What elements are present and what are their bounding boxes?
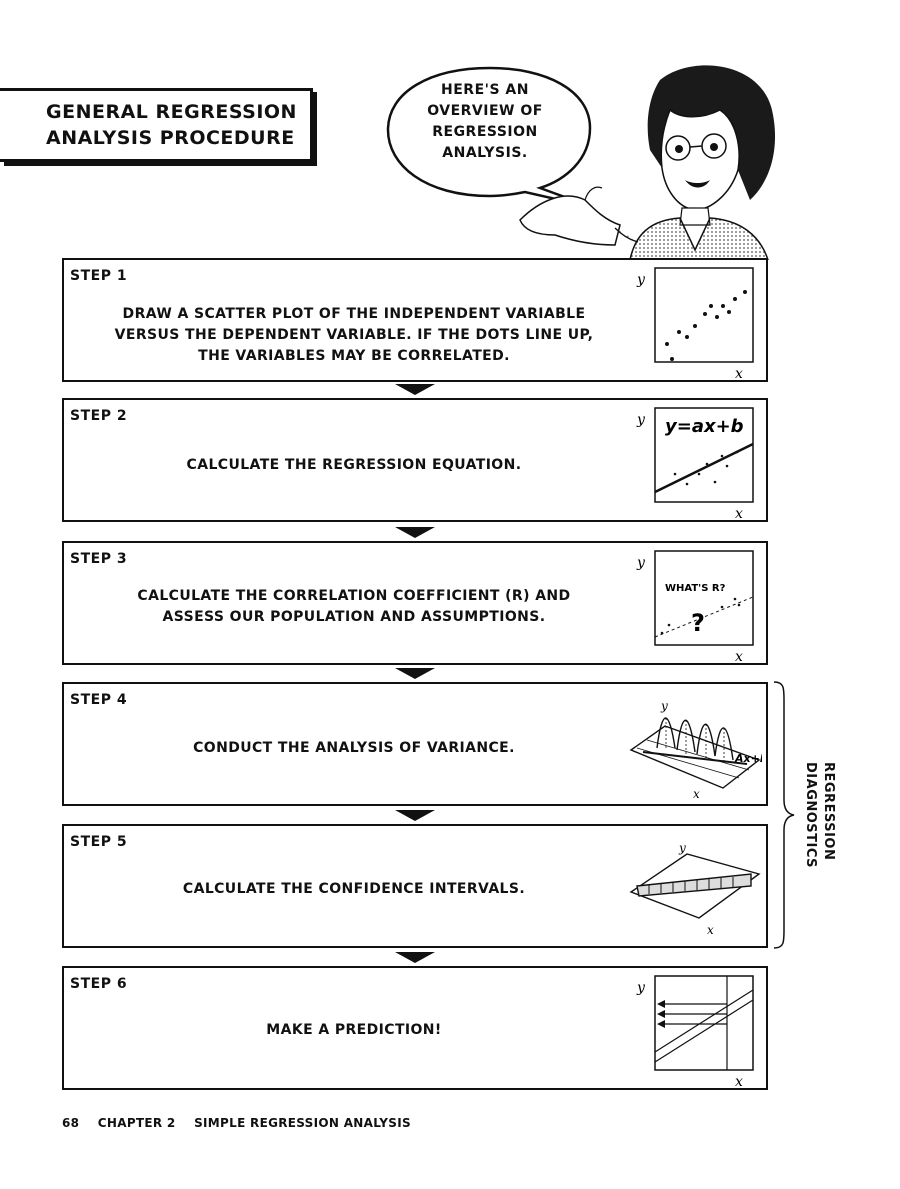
y-axis-label: y — [636, 412, 646, 428]
step-description: MAKE A PREDICTION! — [64, 1020, 644, 1041]
step-line: ASSESS OUR POPULATION AND ASSUMPTIONS. — [162, 609, 546, 625]
y-axis-label: y — [636, 555, 646, 571]
step-3-panel: STEP 3 CALCULATE THE CORRELATION COEFFIC… — [62, 541, 768, 665]
down-arrow-icon — [395, 668, 435, 679]
step-line: CALCULATE THE REGRESSION EQUATION. — [186, 457, 522, 473]
step-description: CALCULATE THE CONFIDENCE INTERVALS. — [64, 879, 644, 900]
step-line: THE VARIABLES MAY BE CORRELATED. — [198, 348, 510, 364]
step-label: STEP 2 — [70, 408, 128, 424]
step-label: STEP 4 — [70, 692, 128, 708]
correlation-illustration: y x WHAT'S R? ? — [636, 550, 754, 663]
step-description: CONDUCT THE ANALYSIS OF VARIANCE. — [64, 738, 644, 759]
step-line: CONDUCT THE ANALYSIS OF VARIANCE. — [193, 740, 515, 756]
scatter-plot-illustration: y x — [636, 267, 754, 380]
regression-line-label: Ax+B — [734, 752, 762, 765]
step-4-panel: STEP 4 CONDUCT THE ANALYSIS OF VARIANCE.… — [62, 682, 768, 806]
page-footer: 68 CHAPTER 2 SIMPLE REGRESSION ANALYSIS — [62, 1116, 425, 1130]
question-mark-icon: ? — [691, 609, 705, 637]
step-line: CALCULATE THE CORRELATION COEFFICIENT (R… — [137, 588, 571, 604]
down-arrow-icon — [395, 952, 435, 963]
step-label: STEP 6 — [70, 976, 128, 992]
step-line: VERSUS THE DEPENDENT VARIABLE. IF THE DO… — [114, 327, 594, 343]
variance-illustration: y x Ax+B — [629, 699, 762, 801]
step-description: DRAW A SCATTER PLOT OF THE INDEPENDENT V… — [64, 304, 644, 367]
bubble-line: OVERVIEW OF — [427, 103, 543, 119]
prediction-illustration: y x — [636, 975, 754, 1088]
page-number: 68 — [62, 1116, 80, 1130]
y-axis-label: y — [678, 841, 686, 855]
x-axis-label: x — [735, 649, 743, 663]
step-6-panel: STEP 6 MAKE A PREDICTION! y x — [62, 966, 768, 1090]
step-label: STEP 5 — [70, 834, 128, 850]
character-illustration — [519, 65, 776, 260]
procedure-title-box: GENERAL REGRESSION ANALYSIS PROCEDURE — [0, 88, 313, 162]
step-5-panel: STEP 5 CALCULATE THE CONFIDENCE INTERVAL… — [62, 824, 768, 948]
y-axis-label: y — [636, 272, 646, 288]
regression-diagnostics-label: REGRESSION DIAGNOSTICS — [800, 762, 848, 872]
down-arrow-icon — [395, 384, 435, 395]
regression-line-illustration: y x y=ax+b — [636, 407, 754, 520]
bubble-line: REGRESSION — [432, 124, 538, 140]
regression-equation-label: y=ax+b — [665, 416, 744, 437]
step-label: STEP 3 — [70, 551, 128, 567]
chapter-number: CHAPTER 2 — [97, 1116, 176, 1130]
down-arrow-icon — [395, 810, 435, 821]
side-label-line-2: DIAGNOSTICS — [803, 762, 818, 869]
step-2-panel: STEP 2 CALCULATE THE REGRESSION EQUATION… — [62, 398, 768, 522]
whats-r-label: WHAT'S R? — [665, 583, 726, 594]
bubble-line: ANALYSIS. — [442, 145, 528, 161]
step-line: CALCULATE THE CONFIDENCE INTERVALS. — [182, 881, 526, 897]
speech-bubble — [386, 66, 592, 200]
diagnostics-bracket — [773, 681, 795, 949]
down-arrow-icon — [395, 527, 435, 538]
step-line: MAKE A PREDICTION! — [266, 1022, 442, 1038]
step-line: DRAW A SCATTER PLOT OF THE INDEPENDENT V… — [122, 306, 586, 322]
x-axis-label: x — [735, 366, 743, 380]
bubble-line: HERE'S AN — [441, 82, 529, 98]
step-1-panel: STEP 1 DRAW A SCATTER PLOT OF THE INDEPE… — [62, 258, 768, 382]
step-description: CALCULATE THE CORRELATION COEFFICIENT (R… — [64, 586, 644, 628]
x-axis-label: x — [707, 923, 714, 937]
chapter-title: SIMPLE REGRESSION ANALYSIS — [194, 1116, 411, 1130]
y-axis-label: y — [660, 699, 668, 713]
title-line-2: ANALYSIS PROCEDURE — [46, 127, 295, 149]
y-axis-label: y — [636, 980, 646, 996]
step-description: CALCULATE THE REGRESSION EQUATION. — [64, 455, 644, 476]
x-axis-label: x — [735, 1074, 743, 1088]
x-axis-label: x — [693, 787, 700, 801]
side-label-line-1: REGRESSION — [821, 762, 836, 861]
confidence-interval-illustration: y x — [629, 841, 761, 937]
title-line-1: GENERAL REGRESSION — [46, 101, 297, 123]
speech-bubble-text: HERE'S AN OVERVIEW OF REGRESSION ANALYSI… — [415, 80, 555, 164]
step-label: STEP 1 — [70, 268, 128, 284]
x-axis-label: x — [735, 506, 743, 520]
